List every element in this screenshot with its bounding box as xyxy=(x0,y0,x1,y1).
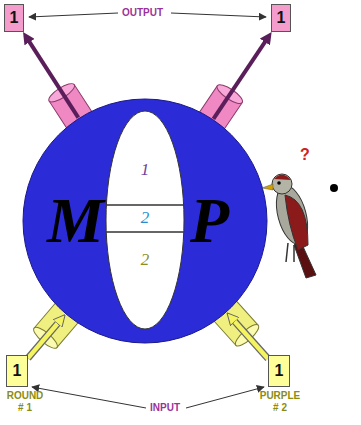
count-number: 1 xyxy=(13,362,22,380)
count-number: 1 xyxy=(277,9,286,27)
arrow-outline xyxy=(234,320,268,359)
dot-mark xyxy=(330,184,338,192)
input-arrow xyxy=(28,322,59,358)
bird-leg xyxy=(286,243,288,262)
output-box: 1 xyxy=(271,4,291,32)
input-arrow xyxy=(234,320,268,359)
machine-letter: P xyxy=(190,186,229,256)
row-count: 2 xyxy=(105,208,185,228)
count-number: 1 xyxy=(275,362,284,380)
row-divider xyxy=(106,231,184,233)
leader-line xyxy=(32,387,146,408)
bird-head xyxy=(272,174,292,194)
leader-line xyxy=(171,13,266,17)
counter-ellipse: 1 2 2 xyxy=(105,110,185,330)
input-box: 1ROUND # 1 xyxy=(6,355,28,387)
machine-body xyxy=(23,99,267,343)
count-number: 1 xyxy=(10,9,19,27)
counter-window xyxy=(106,111,184,329)
arrow-outline xyxy=(28,322,59,358)
machine-circle: M P1 2 2 xyxy=(22,98,268,344)
input-caption: PURPLE # 2 xyxy=(257,390,303,414)
row-count: 1 xyxy=(105,160,185,180)
bird-eye xyxy=(277,181,281,185)
bird-leg xyxy=(293,245,295,262)
output-arrow xyxy=(28,40,78,117)
output-arrow xyxy=(213,40,266,119)
output-label: OUTPUT xyxy=(122,7,163,18)
question-mark: ? xyxy=(300,146,310,164)
bird-crown xyxy=(274,175,291,180)
machine-letter: M xyxy=(47,186,104,256)
row-divider xyxy=(106,204,183,206)
bird-wing xyxy=(285,195,308,250)
output-box: 1 xyxy=(4,4,24,32)
bird-beak xyxy=(262,184,273,190)
input-caption: ROUND # 1 xyxy=(4,390,46,414)
input-label: INPUT xyxy=(150,402,180,413)
row-count: 2 xyxy=(105,250,185,270)
input-box: 1PURPLE # 2 xyxy=(268,355,290,387)
leader-line xyxy=(29,13,118,17)
leader-line xyxy=(186,387,264,408)
